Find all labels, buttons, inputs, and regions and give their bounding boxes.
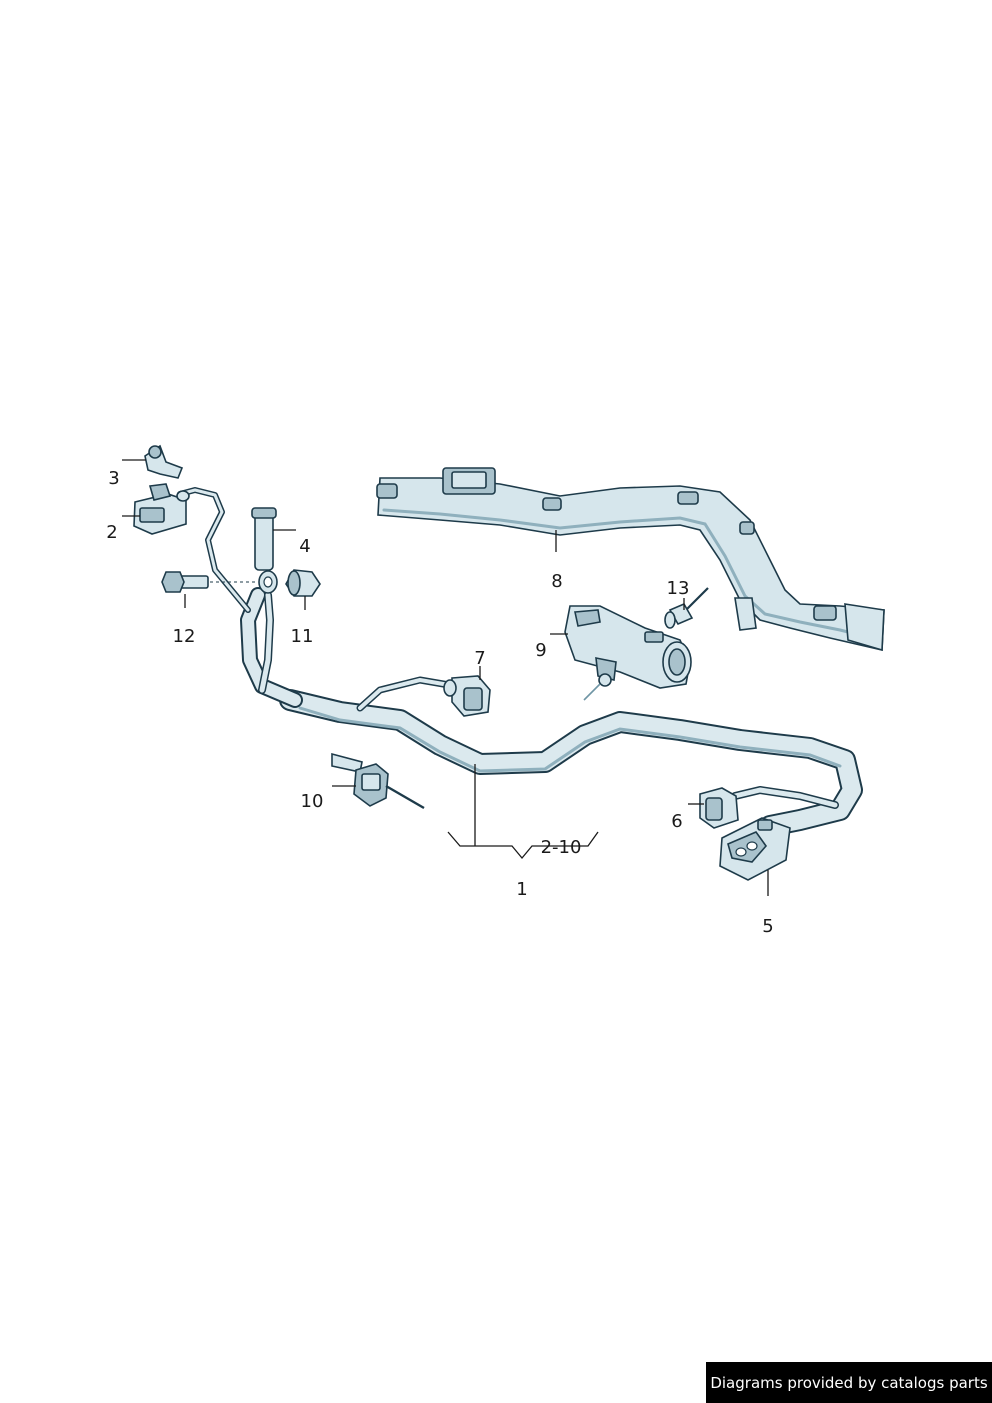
connector-part-7: [443, 675, 491, 717]
callout-label: 10: [301, 791, 324, 812]
callout-label: 7: [474, 648, 485, 669]
clip-part-3: [144, 444, 184, 479]
connector-part-2: [133, 483, 190, 535]
ground-lead-part-4: [251, 507, 278, 594]
callout-label: 8: [551, 571, 562, 592]
credit-text: Diagrams provided by catalogs parts: [710, 1373, 988, 1392]
callout-label: 13: [667, 578, 690, 599]
bolt-part-12: [161, 571, 258, 593]
cable-tie-part-10: [331, 752, 425, 810]
callout-label: 2-10: [541, 837, 582, 858]
callout-label: 11: [291, 626, 314, 647]
callout-label: 2: [106, 522, 117, 543]
rivet-part-13: [664, 587, 709, 629]
connector-part-5: [719, 817, 791, 881]
callout-label: 6: [671, 811, 682, 832]
callout-label: 1: [516, 879, 527, 900]
nut-part-11: [285, 569, 321, 597]
credit-banner: Diagrams provided by catalogs parts: [706, 1362, 992, 1403]
callout-label: 9: [535, 640, 546, 661]
connector-part-6: [699, 787, 739, 829]
callout-label: 4: [299, 536, 310, 557]
callout-label: 5: [762, 916, 773, 937]
wiring-harness-part-1: [177, 487, 863, 837]
callout-label: 3: [108, 468, 119, 489]
cable-duct-part-8: [376, 467, 885, 652]
connector-housing-part-9: [564, 605, 692, 701]
callout-labels: 1 2 3 4 5 6 7 8 9 10 11 12 13 2-10: [106, 468, 773, 937]
leader-lines: [122, 459, 769, 896]
callout-label: 12: [173, 626, 196, 647]
